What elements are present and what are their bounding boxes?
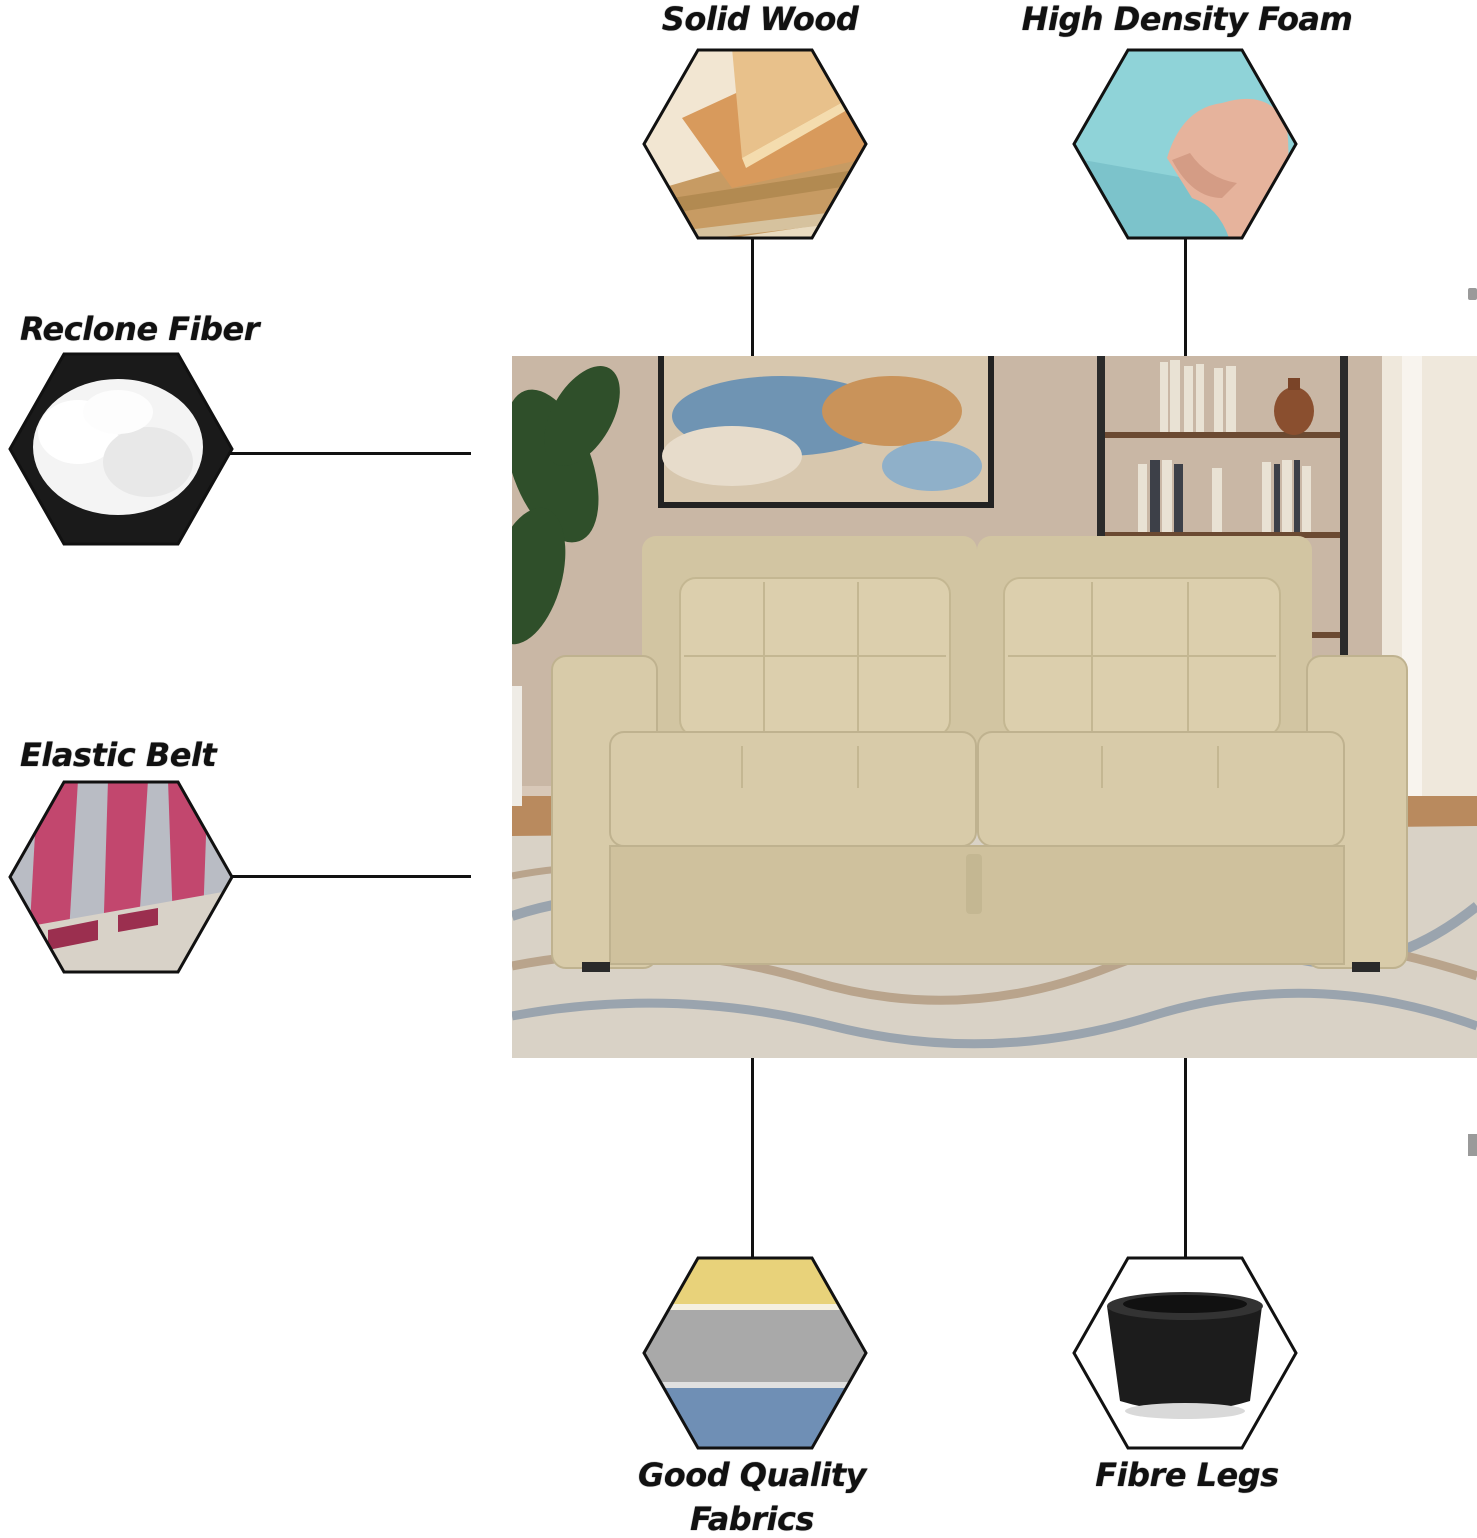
fibre-legs-hexagon	[1072, 1256, 1298, 1450]
good-quality-fabrics-label-line2: Fabrics	[690, 1500, 814, 1538]
solid-wood-connector	[751, 238, 754, 356]
edge-mark-bottom	[1468, 1134, 1477, 1156]
good-quality-fabrics-label-line1: Good Quality	[638, 1456, 866, 1494]
reclone-fiber-hexagon	[8, 352, 234, 546]
legs-connector	[1184, 1058, 1187, 1258]
fiber-connector	[230, 452, 471, 455]
fabrics-connector	[751, 1058, 754, 1258]
elastic-belt-hexagon	[8, 780, 234, 974]
sofa-product-photo	[512, 356, 1477, 1058]
foam-connector	[1184, 238, 1187, 356]
sofa	[551, 536, 1408, 972]
high-density-foam-hexagon	[1072, 48, 1298, 240]
elastic-belt-label: Elastic Belt	[20, 736, 217, 774]
edge-mark-top	[1468, 288, 1477, 300]
good-quality-fabrics-hexagon	[642, 1256, 868, 1450]
high-density-foam-label: High Density Foam	[1021, 0, 1353, 38]
solid-wood-hexagon	[642, 48, 868, 240]
reclone-fiber-label: Reclone Fiber	[20, 310, 260, 348]
solid-wood-label: Solid Wood	[661, 0, 859, 38]
belt-connector	[230, 875, 471, 878]
fibre-legs-label: Fibre Legs	[1095, 1456, 1279, 1494]
